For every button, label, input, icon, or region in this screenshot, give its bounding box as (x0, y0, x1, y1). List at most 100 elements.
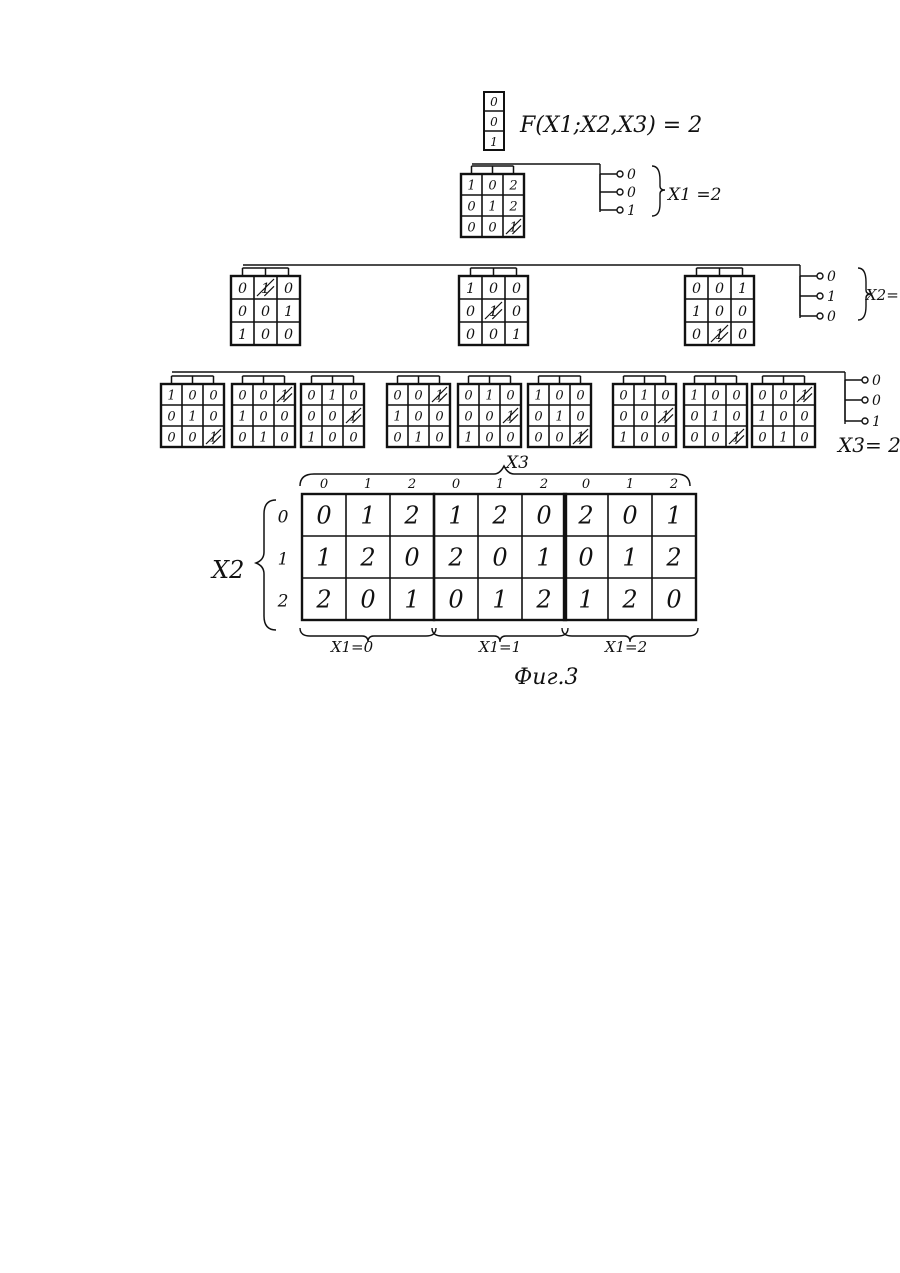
x1-branch-label: X1 =2 (666, 185, 721, 205)
level3-matrix-6-cell: 0 (640, 431, 648, 446)
truth-table-cell: 0 (316, 501, 331, 529)
level2-matrix-0-cell: 0 (261, 327, 270, 343)
level3-matrix-4-cell: 0 (485, 410, 493, 425)
level2-matrix-1-cell: 0 (512, 304, 521, 320)
level3-matrix-8-cell: 1 (779, 431, 787, 446)
level3-matrix-1-cell: 0 (259, 389, 267, 404)
truth-table-cell: 1 (536, 543, 551, 571)
level2-matrix-0-cell: 1 (238, 327, 247, 343)
level3-matrix-5-cell: 0 (576, 410, 584, 425)
truth-table-cell: 1 (448, 501, 463, 529)
level2-matrix-1-cell: 0 (489, 327, 498, 343)
level3-matrix-1-cell: 0 (238, 431, 246, 446)
x3-value-label: 0 (452, 477, 460, 492)
level1-matrix-cell: 0 (467, 200, 475, 215)
output-value: 0 (627, 185, 636, 201)
output-value: 0 (627, 167, 636, 183)
level2-matrix-2-cell: 1 (738, 281, 747, 297)
truth-table-cell: 1 (404, 585, 419, 613)
level3-matrix-4-cell: 0 (464, 389, 472, 404)
truth-table-cell: 1 (578, 585, 593, 613)
level3-matrix-6-cell: 0 (619, 389, 627, 404)
level2-matrix-2-cell: 0 (692, 327, 701, 343)
truth-table-cell: 0 (448, 585, 463, 613)
truth-table-cell: 0 (404, 543, 419, 571)
truth-table-cell: 2 (535, 585, 551, 613)
level3-matrix-0-cell: 1 (167, 389, 175, 404)
level3-matrix-3-cell: 1 (393, 410, 401, 425)
truth-table-cell: 0 (666, 585, 681, 613)
level3-matrix-8-cell: 1 (758, 410, 766, 425)
level1-matrix-cell: 0 (488, 179, 496, 194)
level3-matrix-2-cell: 1 (307, 431, 315, 446)
truth-table-cell: 2 (403, 501, 419, 529)
level2-matrix-2-cell: 0 (715, 304, 724, 320)
level3-matrix-1-cell: 0 (238, 389, 246, 404)
level2-matrix-0-cell: 0 (238, 304, 247, 320)
x1-block-label-2: X1=2 (604, 638, 647, 656)
truth-table-cell: 1 (666, 501, 681, 529)
level1-matrix-cell: 2 (508, 179, 517, 194)
output-terminal (862, 397, 868, 403)
level3-matrix-2-cell: 1 (328, 389, 336, 404)
truth-table-cell: 0 (360, 585, 375, 613)
level3-matrix-6-cell: 0 (640, 410, 648, 425)
x3-value-label: 2 (539, 477, 548, 492)
level3-matrix-1-cell: 0 (280, 410, 288, 425)
level3-matrix-2-cell: 0 (349, 431, 357, 446)
output-terminal (617, 207, 623, 213)
level3-matrix-0-cell: 0 (188, 389, 196, 404)
output-terminal (817, 293, 823, 299)
truth-table-cell: 2 (621, 585, 637, 613)
output-terminal (617, 171, 623, 177)
level3-matrix-0-cell: 0 (209, 389, 217, 404)
level3-matrix-2-cell: 0 (328, 431, 336, 446)
x2-value-label: 1 (278, 550, 289, 570)
level3-matrix-7-cell: 0 (690, 431, 698, 446)
figure-caption: Фиг.3 (514, 665, 579, 690)
level3-matrix-7-cell: 0 (711, 389, 719, 404)
x2-value-label: 0 (278, 508, 289, 528)
level2-matrix-1-cell: 0 (512, 281, 521, 297)
level2-matrix-0-cell: 0 (284, 327, 293, 343)
level2-matrix-0-cell: 0 (261, 304, 270, 320)
truth-table-cell: 0 (536, 501, 551, 529)
level3-matrix-5-cell: 0 (555, 389, 563, 404)
level3-matrix-3-cell: 0 (435, 410, 443, 425)
level3-matrix-4-cell: 1 (464, 431, 472, 446)
level3-matrix-5-cell: 0 (576, 389, 584, 404)
formula-label: F(X1;X2,X3) = 2 (519, 113, 702, 138)
level3-matrix-5-cell: 0 (534, 410, 542, 425)
level3-matrix-4-cell: 0 (506, 431, 514, 446)
truth-table-cell: 0 (492, 543, 507, 571)
output-value: 0 (827, 309, 836, 325)
level2-matrix-2-cell: 1 (692, 304, 701, 320)
level1-matrix-cell: 0 (467, 221, 475, 236)
x3-value-label: 0 (320, 477, 328, 492)
truth-table-cell: 2 (491, 501, 507, 529)
level3-matrix-8-cell: 0 (779, 410, 787, 425)
x3-value-label: 1 (364, 477, 372, 492)
x3-value-label: 0 (582, 477, 590, 492)
root-cell-0: 0 (490, 95, 498, 109)
output-terminal (817, 313, 823, 319)
x2-axis-label: X2 (210, 556, 244, 584)
level2-matrix-0-cell: 0 (238, 281, 247, 297)
truth-table-cell: 2 (447, 543, 463, 571)
x1-block-label-1: X1=1 (478, 638, 521, 656)
level3-matrix-7-cell: 0 (732, 410, 740, 425)
level3-matrix-0-cell: 0 (209, 410, 217, 425)
output-terminal (862, 418, 868, 424)
level2-matrix-1-cell: 0 (466, 304, 475, 320)
truth-table-cell: 1 (360, 501, 375, 529)
level3-matrix-3-cell: 0 (393, 389, 401, 404)
truth-table-cell: 1 (316, 543, 331, 571)
x3-value-label: 1 (496, 477, 504, 492)
root-cell-1: 0 (490, 115, 498, 129)
x3-branch-label: X3= 2 (836, 433, 900, 457)
level3-matrix-8-cell: 0 (758, 389, 766, 404)
level3-matrix-2-cell: 0 (328, 410, 336, 425)
level3-matrix-1-cell: 1 (259, 431, 267, 446)
